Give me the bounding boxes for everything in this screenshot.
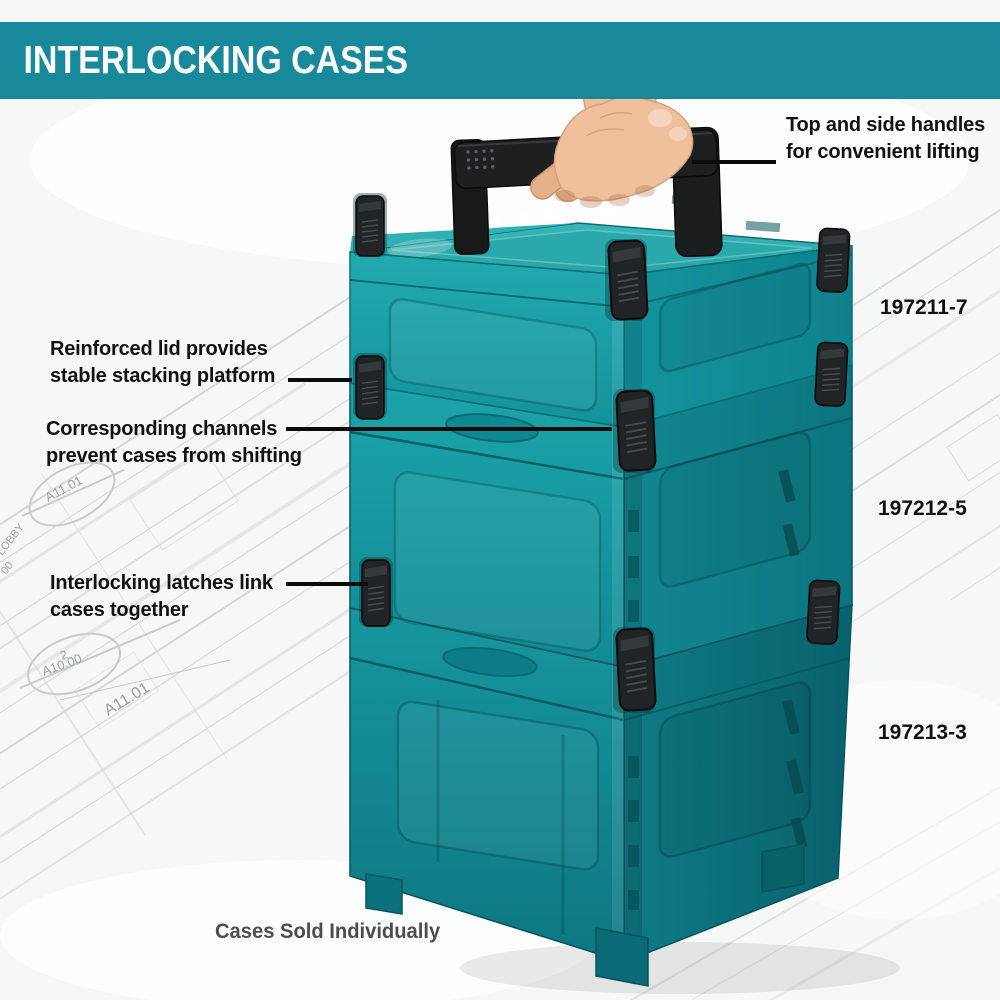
latch-icon bbox=[813, 341, 849, 408]
callout-channels-line2: prevent cases from shifting bbox=[46, 445, 302, 467]
case-middle bbox=[349, 364, 853, 668]
callout-lid: Reinforced lid provides stable stacking … bbox=[50, 336, 275, 390]
callout-line-handles bbox=[692, 160, 776, 164]
callout-handles: Top and side handles for convenient lift… bbox=[786, 112, 985, 166]
latch-icon bbox=[355, 355, 385, 420]
lid-stacking-platform bbox=[391, 229, 813, 269]
blueprint-label-num: 2 bbox=[58, 647, 69, 663]
case-bottom bbox=[349, 604, 853, 987]
latch-icon bbox=[355, 195, 385, 257]
ground-shadow bbox=[460, 942, 900, 994]
header-banner: INTERLOCKING CASES bbox=[0, 22, 1000, 99]
latch-icon bbox=[361, 559, 391, 627]
latch-icon bbox=[615, 389, 657, 473]
callout-handles-line2: for convenient lifting bbox=[786, 141, 980, 163]
part-number-top-case: 197211-7 bbox=[880, 296, 968, 319]
callout-channels: Corresponding channels prevent cases fro… bbox=[46, 416, 302, 470]
case-foot bbox=[761, 843, 805, 893]
footer-note: Cases Sold Individually bbox=[215, 920, 441, 943]
latch-icon bbox=[805, 579, 841, 646]
latches bbox=[353, 193, 851, 713]
latch-icon bbox=[614, 627, 658, 712]
page-title: INTERLOCKING CASES bbox=[23, 39, 409, 82]
callout-lid-line2: stable stacking platform bbox=[50, 365, 276, 387]
callout-latches-line2: cases together bbox=[50, 599, 189, 621]
part-number-bottom-case: 197213-3 bbox=[878, 721, 967, 744]
case-foot bbox=[595, 927, 649, 987]
callout-line-channels bbox=[286, 427, 612, 431]
callout-latches: Interlocking latches link cases together bbox=[50, 570, 273, 624]
callout-handles-line1: Top and side handles bbox=[786, 114, 985, 136]
callout-lid-line1: Reinforced lid provides bbox=[50, 338, 268, 360]
case-foot bbox=[365, 873, 403, 915]
callout-line-latches bbox=[286, 582, 368, 586]
latch-icon bbox=[815, 227, 851, 294]
part-number-middle-case: 197212-5 bbox=[878, 497, 967, 520]
callout-line-lid bbox=[288, 378, 352, 382]
latch-icon bbox=[607, 239, 649, 321]
hand bbox=[530, 95, 694, 208]
callout-latches-line1: Interlocking latches link bbox=[50, 572, 273, 594]
callout-channels-line1: Corresponding channels bbox=[46, 418, 278, 440]
